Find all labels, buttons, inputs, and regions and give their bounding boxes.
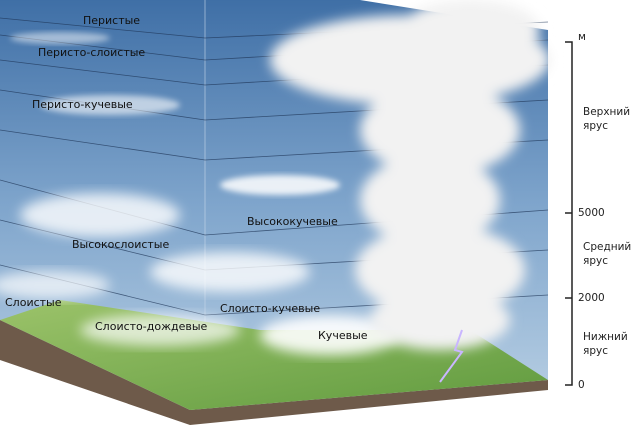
label-stratocumulus: Слоисто-кучевые [220, 302, 321, 315]
label-altostratus: Высокослоистые [72, 238, 170, 251]
label-nimbostratus: Слоисто-дождевые [95, 320, 208, 333]
label-altocumulus: Высококучевые [247, 215, 338, 228]
scale-lower-tier: Нижний ярус [583, 331, 628, 357]
scale-mark-0: 0 [578, 379, 585, 391]
label-cirrostratus: Перисто-слоистые [38, 46, 146, 59]
scale-unit: м [578, 31, 586, 43]
scale-middle-tier: Средний ярус [583, 241, 632, 267]
label-cirrocumulus: Перисто-кучевые [32, 98, 133, 111]
label-cirrus: Перистые [83, 14, 141, 27]
altitude-scale [565, 41, 573, 386]
soil [0, 320, 548, 425]
scale-upper-tier: Верхний ярус [583, 106, 631, 132]
label-stratus: Слоистые [5, 296, 62, 309]
cumulonimbus-cloud [270, 0, 550, 350]
label-cumulus: Кучевые [318, 329, 368, 342]
scale-mark-5000: 5000 [578, 207, 605, 219]
clouds [0, 32, 400, 355]
scale-mark-2000: 2000 [578, 292, 605, 304]
lightning-icon [439, 329, 464, 383]
